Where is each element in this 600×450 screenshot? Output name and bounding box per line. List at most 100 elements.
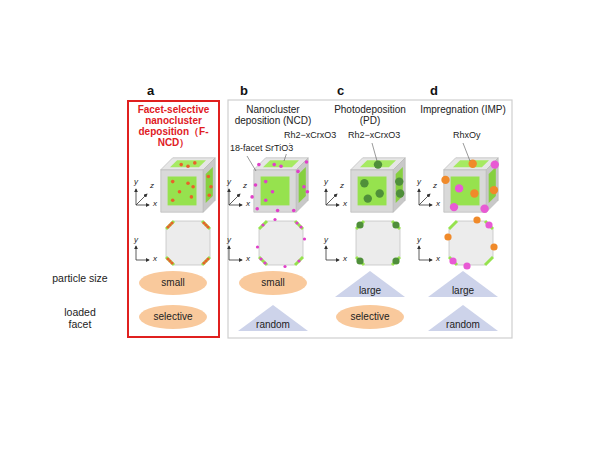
oval-shape (139, 305, 207, 329)
axis-label: x (244, 255, 252, 264)
triangle-shape (428, 305, 498, 331)
rating-oval: small (238, 270, 308, 296)
cocatalyst-particle (186, 165, 190, 169)
rating-text: random (237, 304, 309, 331)
cocatalyst-particle (206, 225, 209, 228)
triangle-shape (335, 271, 405, 297)
axis-arrow (419, 246, 420, 260)
axis-arrow (136, 189, 137, 205)
cocatalyst-particle (376, 189, 384, 197)
panel-letter: a (147, 84, 161, 98)
method-title: Facet-selective nanocluster deposition（F… (131, 104, 216, 148)
cocatalyst-particle (207, 175, 211, 179)
axis-arrow (326, 189, 327, 205)
cocatalyst-particle (261, 223, 264, 226)
cocatalyst-particle (191, 185, 195, 189)
callout-label: Rh2−xCrxO3 (283, 131, 337, 141)
axis-label: x (341, 255, 349, 264)
cocatalyst-particle (276, 209, 280, 213)
cocatalyst-particle (449, 257, 456, 264)
rating-oval: small (138, 270, 208, 296)
cocatalyst-particle (250, 195, 254, 199)
leader-line (372, 143, 377, 161)
axis-arrow (326, 194, 337, 205)
oval-shape (336, 305, 404, 329)
cocatalyst-particle (297, 259, 300, 262)
rating-oval: selective (138, 304, 208, 330)
cocatalyst-particle (395, 177, 403, 185)
row-label: loaded facet (52, 307, 108, 330)
cocatalyst-particle (364, 194, 372, 202)
axis-arrow (419, 205, 432, 206)
rating-text: selective (138, 304, 208, 330)
axis-label: z (338, 182, 346, 191)
cocatalyst-particle (485, 221, 492, 228)
cocatalyst-particle (441, 176, 449, 184)
rating-triangle: large (334, 270, 406, 298)
cross-section (259, 221, 303, 265)
srtio3-cube (161, 158, 215, 212)
axis-label: y (322, 236, 330, 245)
srtio3-cube (351, 158, 405, 212)
axis-arrow (326, 260, 339, 261)
cocatalyst-particle (292, 209, 296, 213)
rating-text: random (427, 304, 499, 331)
cocatalyst-particle (470, 189, 478, 197)
cocatalyst-particle (396, 189, 404, 197)
rating-text: selective (335, 304, 405, 330)
row-label: particle size (52, 273, 108, 285)
axis-label: y (132, 178, 140, 187)
cocatalyst-particle (264, 180, 268, 184)
rating-text: small (238, 270, 308, 296)
rating-triangle: random (237, 304, 309, 332)
cocatalyst-particle (356, 257, 363, 264)
cocatalyst-particle (166, 257, 169, 260)
cocatalyst-particle (209, 185, 213, 189)
method-title: Photodeposition (PD) (325, 104, 415, 126)
cocatalyst-particle (259, 257, 262, 260)
axis-label: y (322, 178, 330, 187)
cocatalyst-particle (257, 163, 261, 167)
cocatalyst-particle (171, 180, 175, 184)
axis-arrow (229, 194, 240, 205)
panel-letter: c (337, 84, 351, 98)
cocatalyst-particle (296, 170, 300, 174)
cocatalyst-particle (283, 265, 286, 268)
axis-arrow (136, 205, 149, 206)
cocatalyst-particle (264, 199, 268, 203)
axis-label: y (415, 236, 423, 245)
axis-label: x (434, 255, 442, 264)
rating-text: small (138, 270, 208, 296)
cocatalyst-particle (254, 183, 258, 187)
cocatalyst-particle (295, 221, 298, 224)
callout-label: Rh2−xCrxO3 (347, 131, 401, 141)
axis-label: y (225, 236, 233, 245)
cocatalyst-particle (360, 179, 368, 187)
cocatalyst-particle (271, 190, 275, 194)
axis-label: x (434, 200, 442, 209)
cocatalyst-particle (255, 207, 259, 211)
cocatalyst-particle (490, 243, 497, 250)
axis-label: y (415, 178, 423, 187)
axis-arrow (136, 260, 149, 261)
cross-section (356, 221, 400, 265)
rating-text: large (334, 270, 406, 297)
axis-arrow (326, 246, 327, 260)
highlight-panel: Facet-selective nanocluster deposition（F… (127, 100, 220, 338)
cocatalyst-particle (463, 262, 470, 269)
callout-label: RhxOy (452, 131, 482, 141)
cross-section (449, 221, 493, 265)
axis-label: x (341, 200, 349, 209)
axis-arrow (229, 189, 230, 205)
cocatalyst-particle (202, 261, 205, 264)
axis-label: y (225, 178, 233, 187)
cocatalyst-particle (171, 199, 175, 203)
axis-arrow (419, 260, 432, 261)
rating-triangle: random (427, 304, 499, 332)
axis-label: y (132, 236, 140, 245)
axis-label: z (241, 182, 249, 191)
axis-arrow (419, 194, 430, 205)
cocatalyst-particle (263, 261, 266, 264)
cocatalyst-particle (178, 190, 182, 194)
